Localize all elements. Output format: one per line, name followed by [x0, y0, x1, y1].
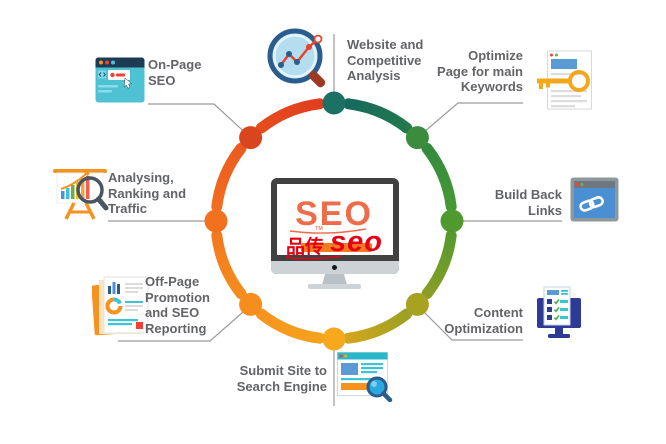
watermark-orange-bar: [301, 243, 372, 252]
label-analysing-ranking-traffic: Analysing, Ranking and Traffic: [108, 170, 187, 216]
ring-dot-right: [440, 209, 464, 233]
watermark-underline: [285, 255, 343, 260]
ring-dot-top: [322, 91, 346, 115]
ring-dot-bottom-right: [405, 292, 429, 316]
monitor-stand: [322, 274, 347, 285]
connector-line: [148, 103, 252, 139]
monitor-base: [308, 284, 361, 289]
connector-line: [416, 304, 523, 341]
monitor-checklist-icon: [537, 286, 581, 338]
trademark-text: TM: [315, 226, 323, 232]
magnifier-line-chart-icon: [267, 28, 326, 88]
ring-dot-top-right: [405, 126, 429, 150]
ring-segment: [421, 229, 457, 300]
ring-segment: [255, 98, 326, 134]
browser-chain-links-icon: [570, 177, 619, 222]
connector-line: [416, 102, 523, 139]
label-submit-site-search-engine: Submit Site to Search Engine: [236, 363, 327, 394]
ring-dot-bottom: [322, 327, 346, 351]
report-documents-icon: [92, 276, 149, 336]
ring-segment: [211, 142, 247, 213]
ring-dot-bottom-left: [239, 292, 263, 316]
ring-segment: [421, 142, 457, 213]
ring-segment: [255, 308, 326, 344]
label-website-competitive-analysis: Website and Competitive Analysis: [347, 37, 424, 83]
seo-logo-text: SEO: [295, 195, 373, 233]
webcam-dot: [332, 265, 337, 270]
ring-dot-left: [204, 209, 228, 233]
logo-swoosh: [289, 228, 367, 234]
label-content-optimization: Content Optimization: [444, 305, 523, 336]
webpage-magnifier-icon: [337, 352, 393, 402]
ring-segment: [211, 229, 247, 300]
label-off-page-promotion-reporting: Off-Page Promotion and SEO Reporting: [145, 274, 210, 336]
presentation-chart-magnifier-icon: [53, 169, 109, 220]
watermark-latin-text: seo: [330, 226, 383, 258]
browser-window-icon: [95, 57, 145, 103]
ring-segment: [342, 308, 413, 344]
label-on-page-seo: On-Page SEO: [148, 57, 202, 88]
document-key-icon: [537, 50, 592, 110]
monitor-chin: [271, 261, 399, 274]
label-build-back-links: Build Back Links: [494, 187, 562, 218]
ring-dot-top-left: [239, 126, 263, 150]
watermark-cjk-text: 品传: [286, 237, 325, 258]
connector-line: [118, 304, 252, 342]
ring-segment: [342, 98, 413, 134]
label-optimize-page-keywords: Optimize Page for main Keywords: [437, 48, 523, 94]
